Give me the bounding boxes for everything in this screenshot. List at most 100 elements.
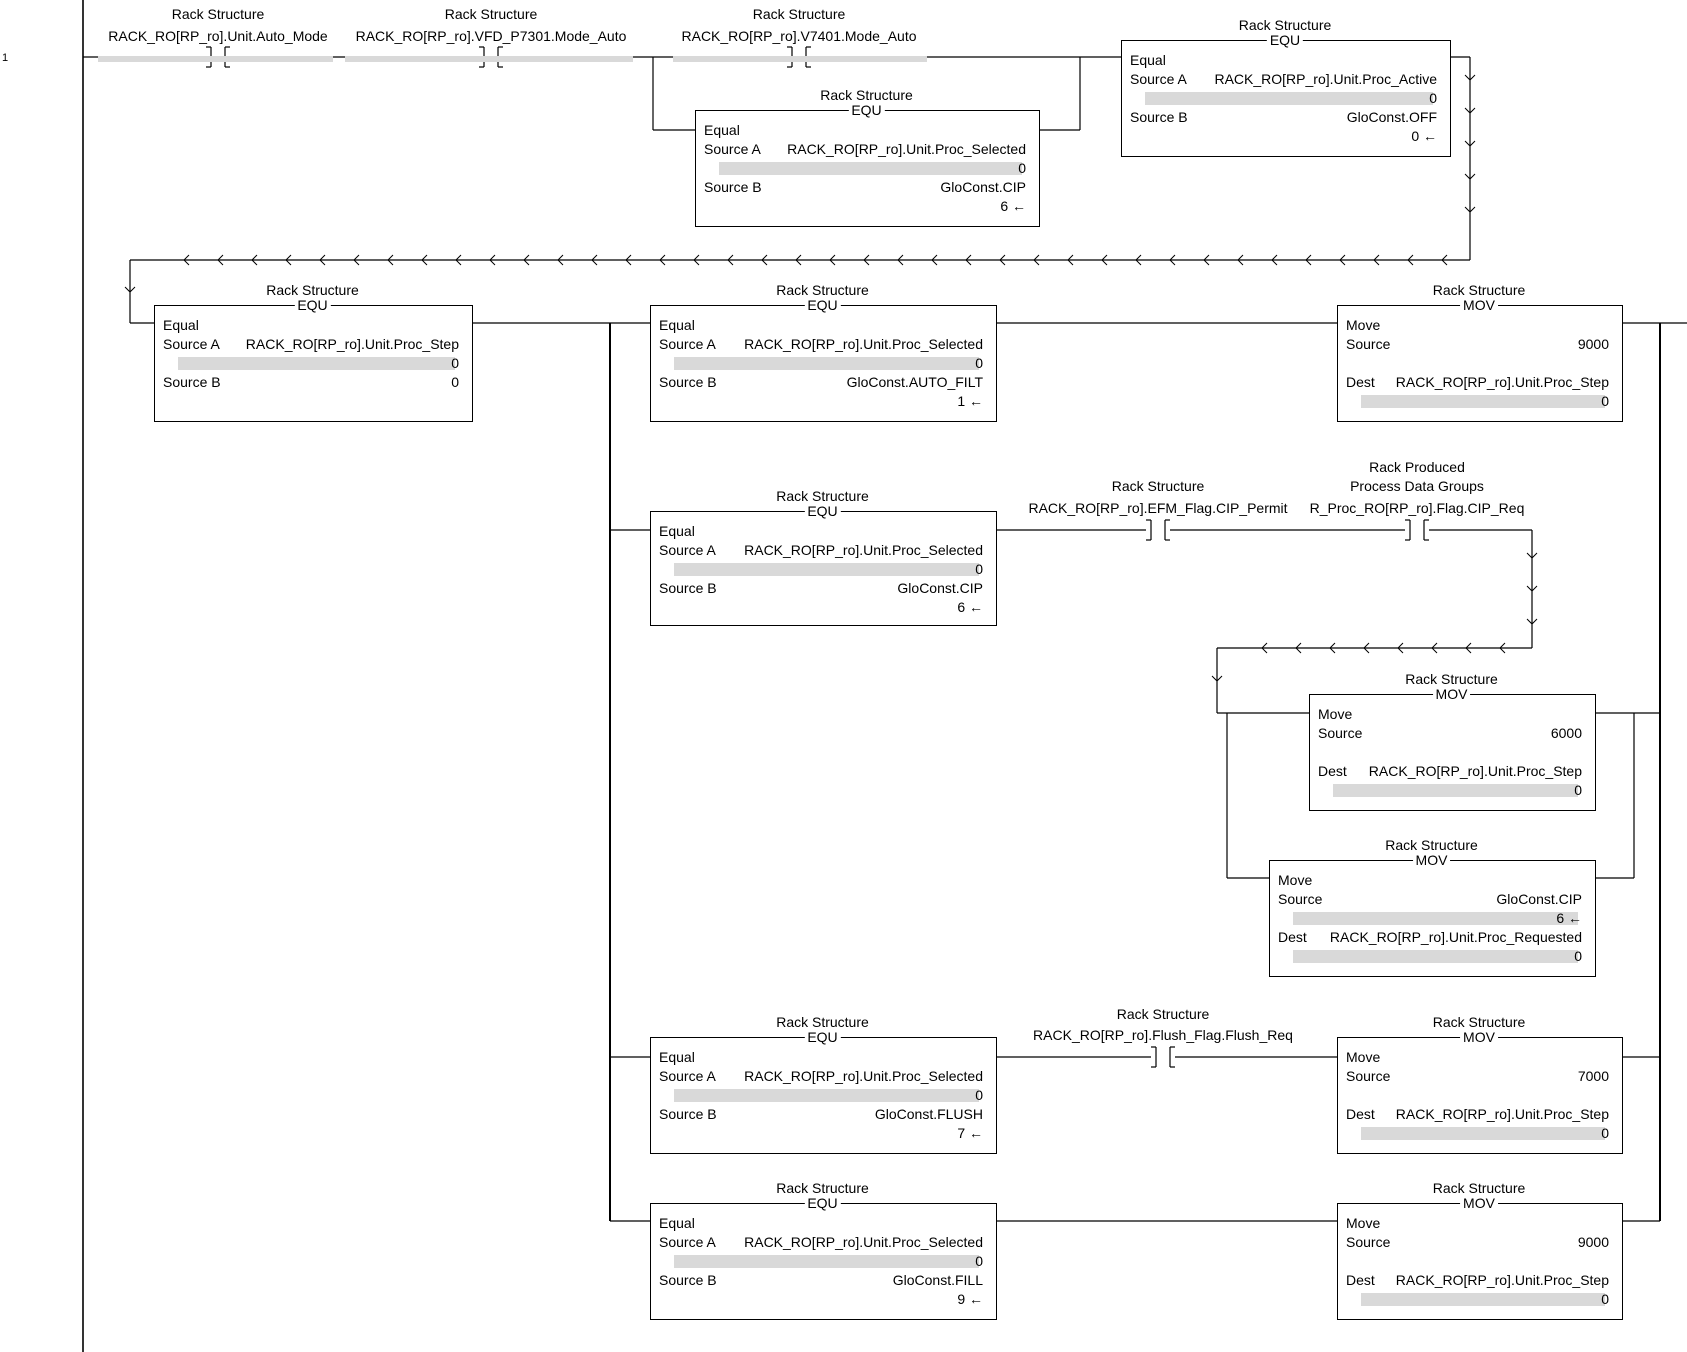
- flow-arrow: [591, 254, 598, 266]
- block-instruction: MOV: [1460, 1030, 1498, 1044]
- block-instruction: MOV: [1460, 298, 1498, 312]
- contact-tag: RACK_RO[RP_ro].EFM_Flag.CIP_Permit: [1028, 500, 1288, 516]
- flow-arrow: [251, 254, 258, 266]
- block-description: Rack Structure: [1432, 1014, 1526, 1030]
- flow-arrow: [1464, 140, 1476, 147]
- flow-arrow: [795, 254, 802, 266]
- contact-tag: RACK_RO[RP_ro].Unit.Auto_Mode: [108, 28, 328, 44]
- block-title: Move: [1278, 872, 1313, 888]
- flow-arrow: [829, 254, 836, 266]
- block-description: Rack Structure: [266, 282, 359, 298]
- operand-label: Dest: [1278, 929, 1307, 945]
- flow-arrow: [1464, 74, 1476, 81]
- operand-label: Dest: [1346, 374, 1375, 390]
- block-description: Rack Structure: [1238, 17, 1332, 33]
- flow-arrow: [1135, 254, 1142, 266]
- flow-arrow: [1526, 585, 1538, 592]
- flow-arrow: [1295, 642, 1302, 654]
- block-description: Rack Structure: [820, 87, 913, 103]
- operand-label: Dest: [1346, 1106, 1375, 1122]
- flow-arrow: [1373, 254, 1380, 266]
- value-field: [1361, 395, 1605, 408]
- operand-tag: RACK_RO[RP_ro].Unit.Proc_Step: [1395, 374, 1609, 390]
- flow-arrow: [1305, 254, 1312, 266]
- flow-arrow: [489, 254, 496, 266]
- flow-arrow: [421, 254, 428, 266]
- flow-arrow: [863, 254, 870, 266]
- flow-arrow: [1397, 642, 1404, 654]
- flow-arrow: [1033, 254, 1040, 266]
- operand-tag: GloConst.CIP: [1496, 891, 1582, 907]
- contact-description: Rack Structure: [752, 6, 846, 22]
- operand-tag: RACK_RO[RP_ro].Unit.Proc_Step: [1395, 1106, 1609, 1122]
- flow-arrow: [1464, 206, 1476, 213]
- operand-label: Source: [1346, 336, 1391, 352]
- flow-arrow: [1526, 618, 1538, 625]
- value-field: [674, 563, 979, 576]
- flow-arrow: [1441, 254, 1448, 266]
- operand-label: Source A: [659, 336, 716, 352]
- operand-tag: RACK_RO[RP_ro].Unit.Proc_Active: [1214, 71, 1437, 87]
- block-instruction: MOV: [1432, 687, 1471, 701]
- flow-arrow: [1526, 552, 1538, 559]
- value-field: [1361, 1293, 1605, 1306]
- operand-label: Source B: [704, 179, 762, 195]
- flow-arrow: [1464, 173, 1476, 180]
- flow-arrow: [183, 254, 190, 266]
- operand-label: Source: [1278, 891, 1323, 907]
- block-instruction: EQU: [804, 1030, 841, 1044]
- operand-value: 9000: [1577, 336, 1609, 352]
- operand-label: Source: [1346, 1068, 1391, 1084]
- operand-value: 0 ←: [1411, 128, 1437, 144]
- contact-description: Rack Structure: [444, 6, 538, 22]
- block-instruction: EQU: [804, 504, 841, 518]
- operand-value: 9 ←: [957, 1291, 983, 1307]
- tag-highlight: [673, 56, 927, 62]
- operand-tag: RACK_RO[RP_ro].Unit.Proc_Step: [1395, 1272, 1609, 1288]
- contact-tag: R_Proc_RO[RP_ro].Flag.CIP_Req: [1309, 500, 1525, 516]
- flow-arrow: [523, 254, 530, 266]
- block-instruction: EQU: [804, 298, 841, 312]
- value-field: [1145, 92, 1433, 105]
- operand-value: 0: [451, 374, 459, 390]
- operand-value: 6 ←: [1000, 198, 1026, 214]
- value-field: [1333, 784, 1578, 797]
- block-title: Move: [1346, 1049, 1381, 1065]
- block-instruction: EQU: [848, 103, 885, 117]
- flow-arrow: [319, 254, 326, 266]
- flow-arrow: [455, 254, 462, 266]
- value-field: [674, 1089, 979, 1102]
- block-description: Rack Structure: [776, 1014, 869, 1030]
- flow-arrow: [387, 254, 394, 266]
- tag-highlight: [345, 56, 633, 62]
- operand-tag: GloConst.CIP: [940, 179, 1026, 195]
- contact-tag: RACK_RO[RP_ro].V7401.Mode_Auto: [681, 28, 917, 44]
- block-description: Rack Structure: [776, 282, 869, 298]
- operand-label: Source B: [659, 580, 717, 596]
- value-field: [178, 357, 455, 370]
- operand-value: 0: [975, 1087, 983, 1103]
- value-field: [674, 357, 979, 370]
- flow-arrow: [659, 254, 666, 266]
- operand-value: 1 ←: [957, 393, 983, 409]
- block-instruction: MOV: [1460, 1196, 1498, 1210]
- contact-description: Rack Structure: [171, 6, 265, 22]
- operand-value: 9000: [1577, 1234, 1609, 1250]
- flow-arrow: [897, 254, 904, 266]
- operand-label: Source A: [659, 1234, 716, 1250]
- block-title: Equal: [659, 317, 695, 333]
- operand-value: 6000: [1550, 725, 1582, 741]
- operand-tag: RACK_RO[RP_ro].Unit.Proc_Selected: [787, 141, 1026, 157]
- flow-arrow: [727, 254, 734, 266]
- operand-value: 0: [1601, 1291, 1609, 1307]
- flow-arrow: [999, 254, 1006, 266]
- operand-value: 7000: [1577, 1068, 1609, 1084]
- operand-value: 0: [1574, 782, 1582, 798]
- value-field: [719, 162, 1022, 175]
- flow-arrow: [285, 254, 292, 266]
- contact-description: Process Data Groups: [1350, 478, 1484, 494]
- block-description: Rack Structure: [776, 488, 869, 504]
- flow-arrow: [1329, 642, 1336, 654]
- contact-description: Rack Structure: [1111, 478, 1205, 494]
- flow-arrow: [1407, 254, 1414, 266]
